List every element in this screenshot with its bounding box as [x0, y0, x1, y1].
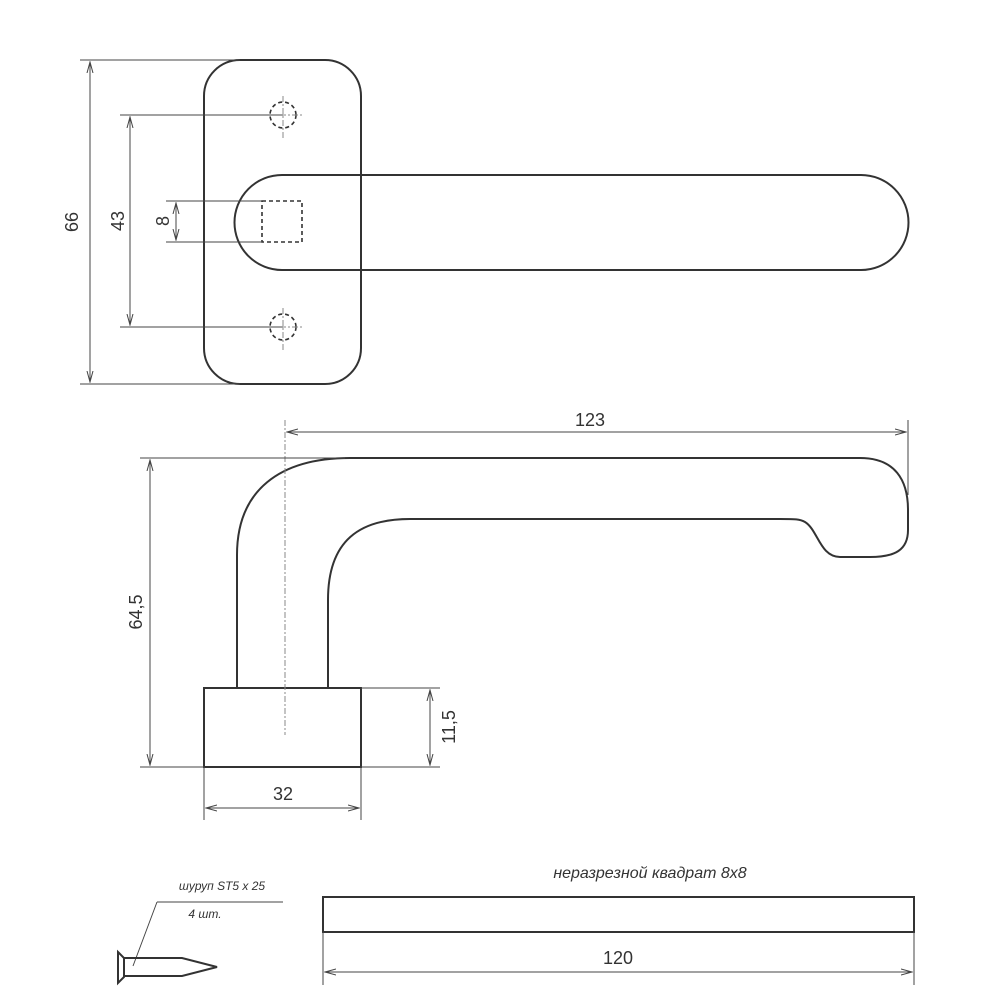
spindle-bar	[322, 896, 915, 933]
square-hole	[261, 200, 303, 243]
backplate	[203, 59, 362, 385]
spindle: неразрезной квадрат 8x8 120	[322, 865, 915, 985]
label-43: 43	[108, 211, 128, 231]
rosette-base	[203, 687, 362, 768]
screw: шуруп ST5 x 25 4 шт.	[117, 879, 283, 986]
screw-label: шуруп ST5 x 25	[179, 879, 266, 893]
lever-top	[233, 174, 910, 271]
label-64-5: 64,5	[126, 594, 146, 629]
label-123: 123	[575, 410, 605, 430]
screw-icon	[117, 949, 218, 986]
side-view: 123 64,5 11,5 32	[126, 410, 909, 820]
label-11-5: 11,5	[439, 710, 459, 744]
top-view: 66 43 8	[62, 59, 910, 385]
label-120: 120	[603, 948, 633, 968]
label-32: 32	[273, 784, 293, 804]
lever-side	[236, 457, 909, 688]
spindle-label: неразрезной квадрат 8x8	[553, 865, 746, 882]
screw-quantity: 4 шт.	[188, 907, 221, 921]
label-8: 8	[153, 216, 173, 226]
label-66: 66	[62, 212, 82, 232]
